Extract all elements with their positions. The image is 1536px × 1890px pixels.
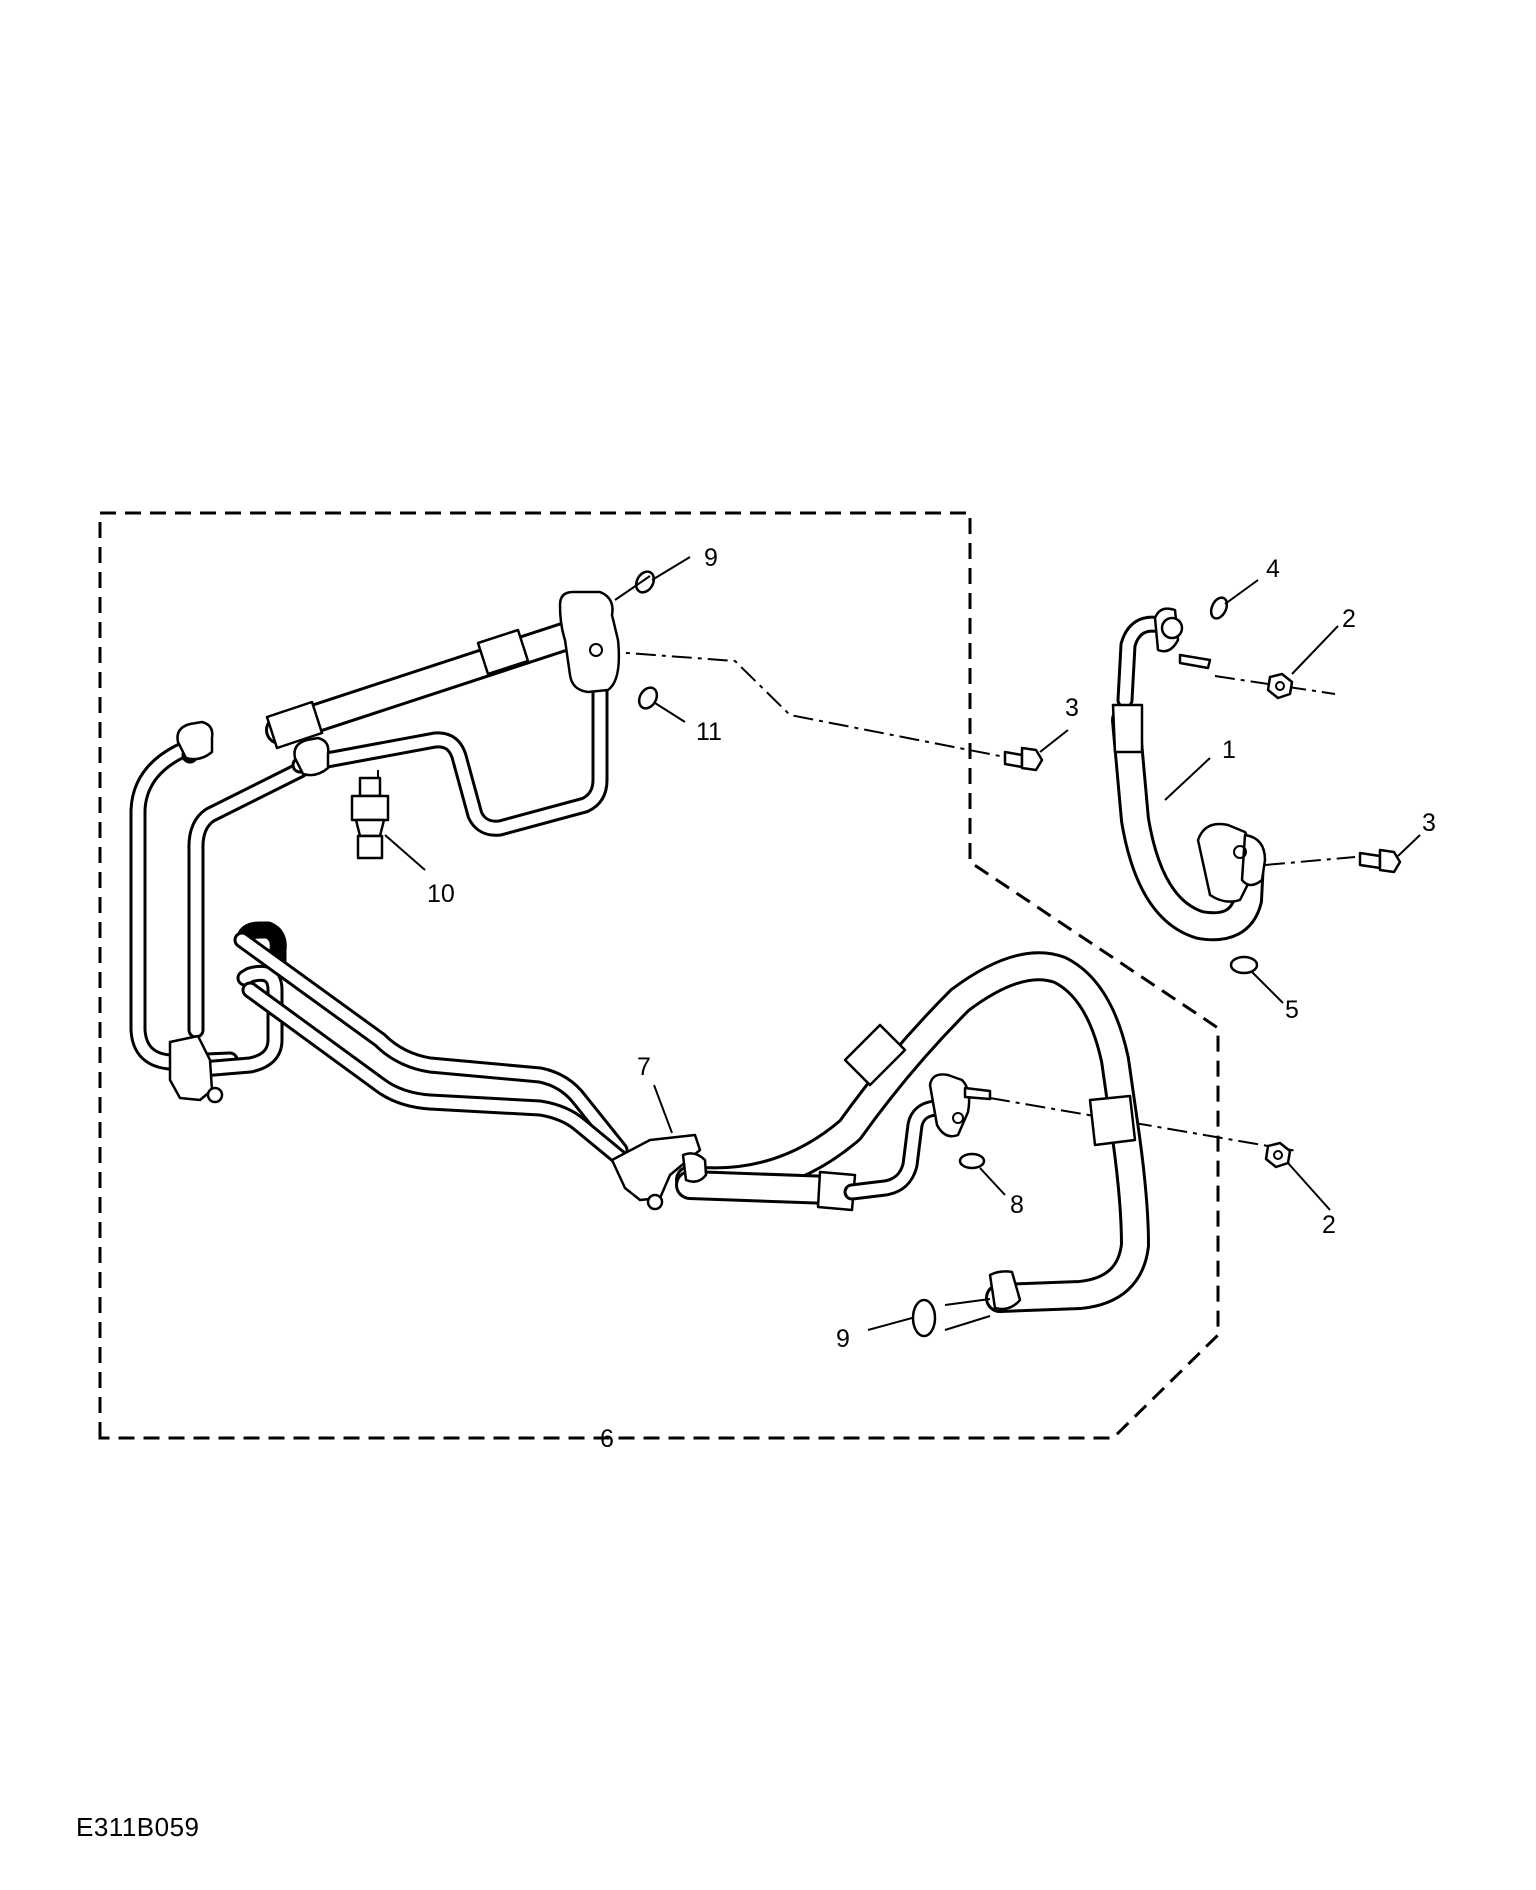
callout-labels: 1 2 2 3 3 4 5 6 7 8 9 9 10 11 [427, 544, 1436, 1453]
bolts [1003, 746, 1402, 874]
callout-4: 4 [1266, 555, 1280, 583]
left-pipe-assembly [129, 590, 629, 1167]
callout-5: 5 [1285, 996, 1299, 1024]
callout-9-bottom: 9 [836, 1325, 850, 1353]
callout-6: 6 [600, 1425, 614, 1453]
callout-7: 7 [637, 1053, 651, 1081]
o-rings [634, 570, 1259, 1338]
leader-lines [384, 556, 1421, 1331]
callout-8: 8 [1010, 1191, 1024, 1219]
callout-2-top: 2 [1342, 605, 1356, 633]
hose-assembly [610, 951, 1150, 1313]
callout-3-center: 3 [1065, 694, 1079, 722]
alignment-lines [599, 650, 1356, 1152]
callout-9-top: 9 [704, 544, 718, 572]
nuts [1264, 672, 1294, 1169]
callout-2-bottom: 2 [1322, 1211, 1336, 1239]
pressure-switch [350, 770, 390, 860]
diagram-reference-code: E311B059 [76, 1812, 200, 1842]
callout-11: 11 [696, 718, 722, 746]
callout-1: 1 [1222, 736, 1236, 764]
callout-3-right: 3 [1422, 809, 1436, 837]
callout-10: 10 [427, 880, 455, 908]
discharge-hose [1111, 607, 1267, 942]
